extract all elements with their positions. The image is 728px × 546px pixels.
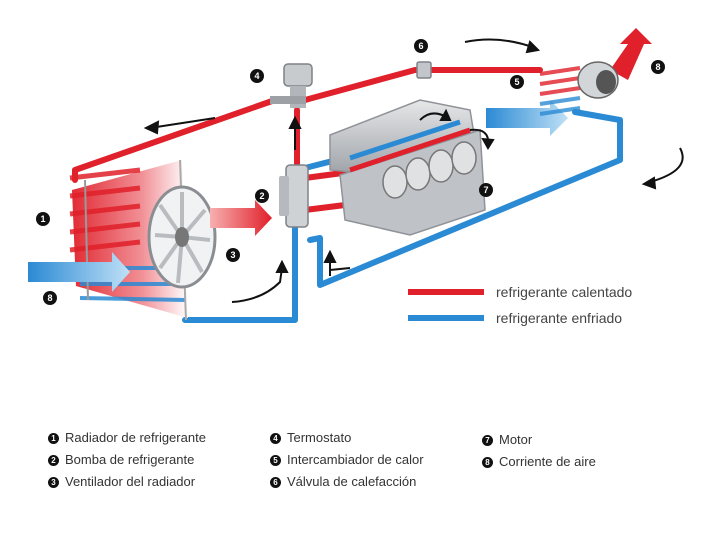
airflow-arrow-icon: [28, 28, 652, 292]
fan-icon: [147, 185, 217, 289]
key-item-6-label: Válvula de calefacción: [287, 474, 417, 489]
key-item-8-label: Corriente de aire: [499, 454, 596, 469]
legend-hot-label: refrigerante calentado: [496, 284, 632, 300]
valve-icon: [416, 61, 432, 79]
key-item-8-num: 8: [482, 457, 493, 468]
callout-8-left: [43, 291, 57, 305]
callout-6: [414, 39, 428, 53]
callout-8-top: [651, 60, 665, 74]
key-item-4-num: 4: [270, 433, 281, 444]
key-item-5: 5 Intercambiador de calor: [270, 452, 424, 467]
key-item-3-label: Ventilador del radiador: [65, 474, 196, 489]
key-item-1-num: 1: [48, 433, 59, 444]
key-item-2: 2 Bomba de refrigerante: [48, 452, 194, 467]
key-item-7-num: 7: [482, 435, 493, 446]
key-item-4-label: Termostato: [287, 430, 352, 445]
key-item-5-label: Intercambiador de calor: [287, 452, 424, 467]
callout-3-label: 3: [230, 250, 235, 260]
callout-7: [479, 183, 493, 197]
flow-direction-arrows: [143, 38, 684, 303]
key-item-1-label: Radiador de refrigerante: [65, 430, 206, 445]
key-item-3-num: 3: [48, 477, 59, 488]
callout-5-label: 5: [514, 77, 519, 87]
blower-icon: [577, 61, 619, 99]
callout-1-label: 1: [40, 214, 45, 224]
callout-7-label: 7: [483, 185, 488, 195]
callout-4-label: 4: [254, 71, 259, 81]
key-item-1: 1 Radiador de refrigerante: [48, 430, 206, 445]
key-item-7-label: Motor: [499, 432, 533, 447]
key-item-8: 8 Corriente de aire: [482, 454, 596, 469]
engine-icon: [329, 99, 486, 236]
callout-4: [250, 69, 264, 83]
callout-markers: 1 2 3 4 5 6 7 8 8: [36, 39, 665, 305]
callout-2-label: 2: [259, 191, 264, 201]
callout-2: [255, 189, 269, 203]
callout-5: [510, 75, 524, 89]
callout-6-label: 6: [418, 41, 423, 51]
key-item-6-num: 6: [270, 477, 281, 488]
callout-3: [226, 248, 240, 262]
key-item-7: 7 Motor: [482, 432, 532, 447]
legend-cold-label: refrigerante enfriado: [496, 310, 622, 326]
thermostat-icon: [270, 63, 313, 108]
heater-core-icon: [539, 66, 581, 116]
color-legend: refrigerante calentado refrigerante enfr…: [408, 284, 632, 326]
callout-1: [36, 212, 50, 226]
key-item-3: 3 Ventilador del radiador: [48, 474, 195, 489]
pump-icon: [279, 164, 309, 228]
key-item-6: 6 Válvula de calefacción: [270, 474, 416, 489]
callout-8-left-label: 8: [47, 293, 52, 303]
key-item-2-num: 2: [48, 455, 59, 466]
callout-8-top-label: 8: [655, 62, 660, 72]
key-item-5-num: 5: [270, 455, 281, 466]
key-item-4: 4 Termostato: [270, 430, 351, 445]
key-item-2-label: Bomba de refrigerante: [65, 452, 195, 467]
